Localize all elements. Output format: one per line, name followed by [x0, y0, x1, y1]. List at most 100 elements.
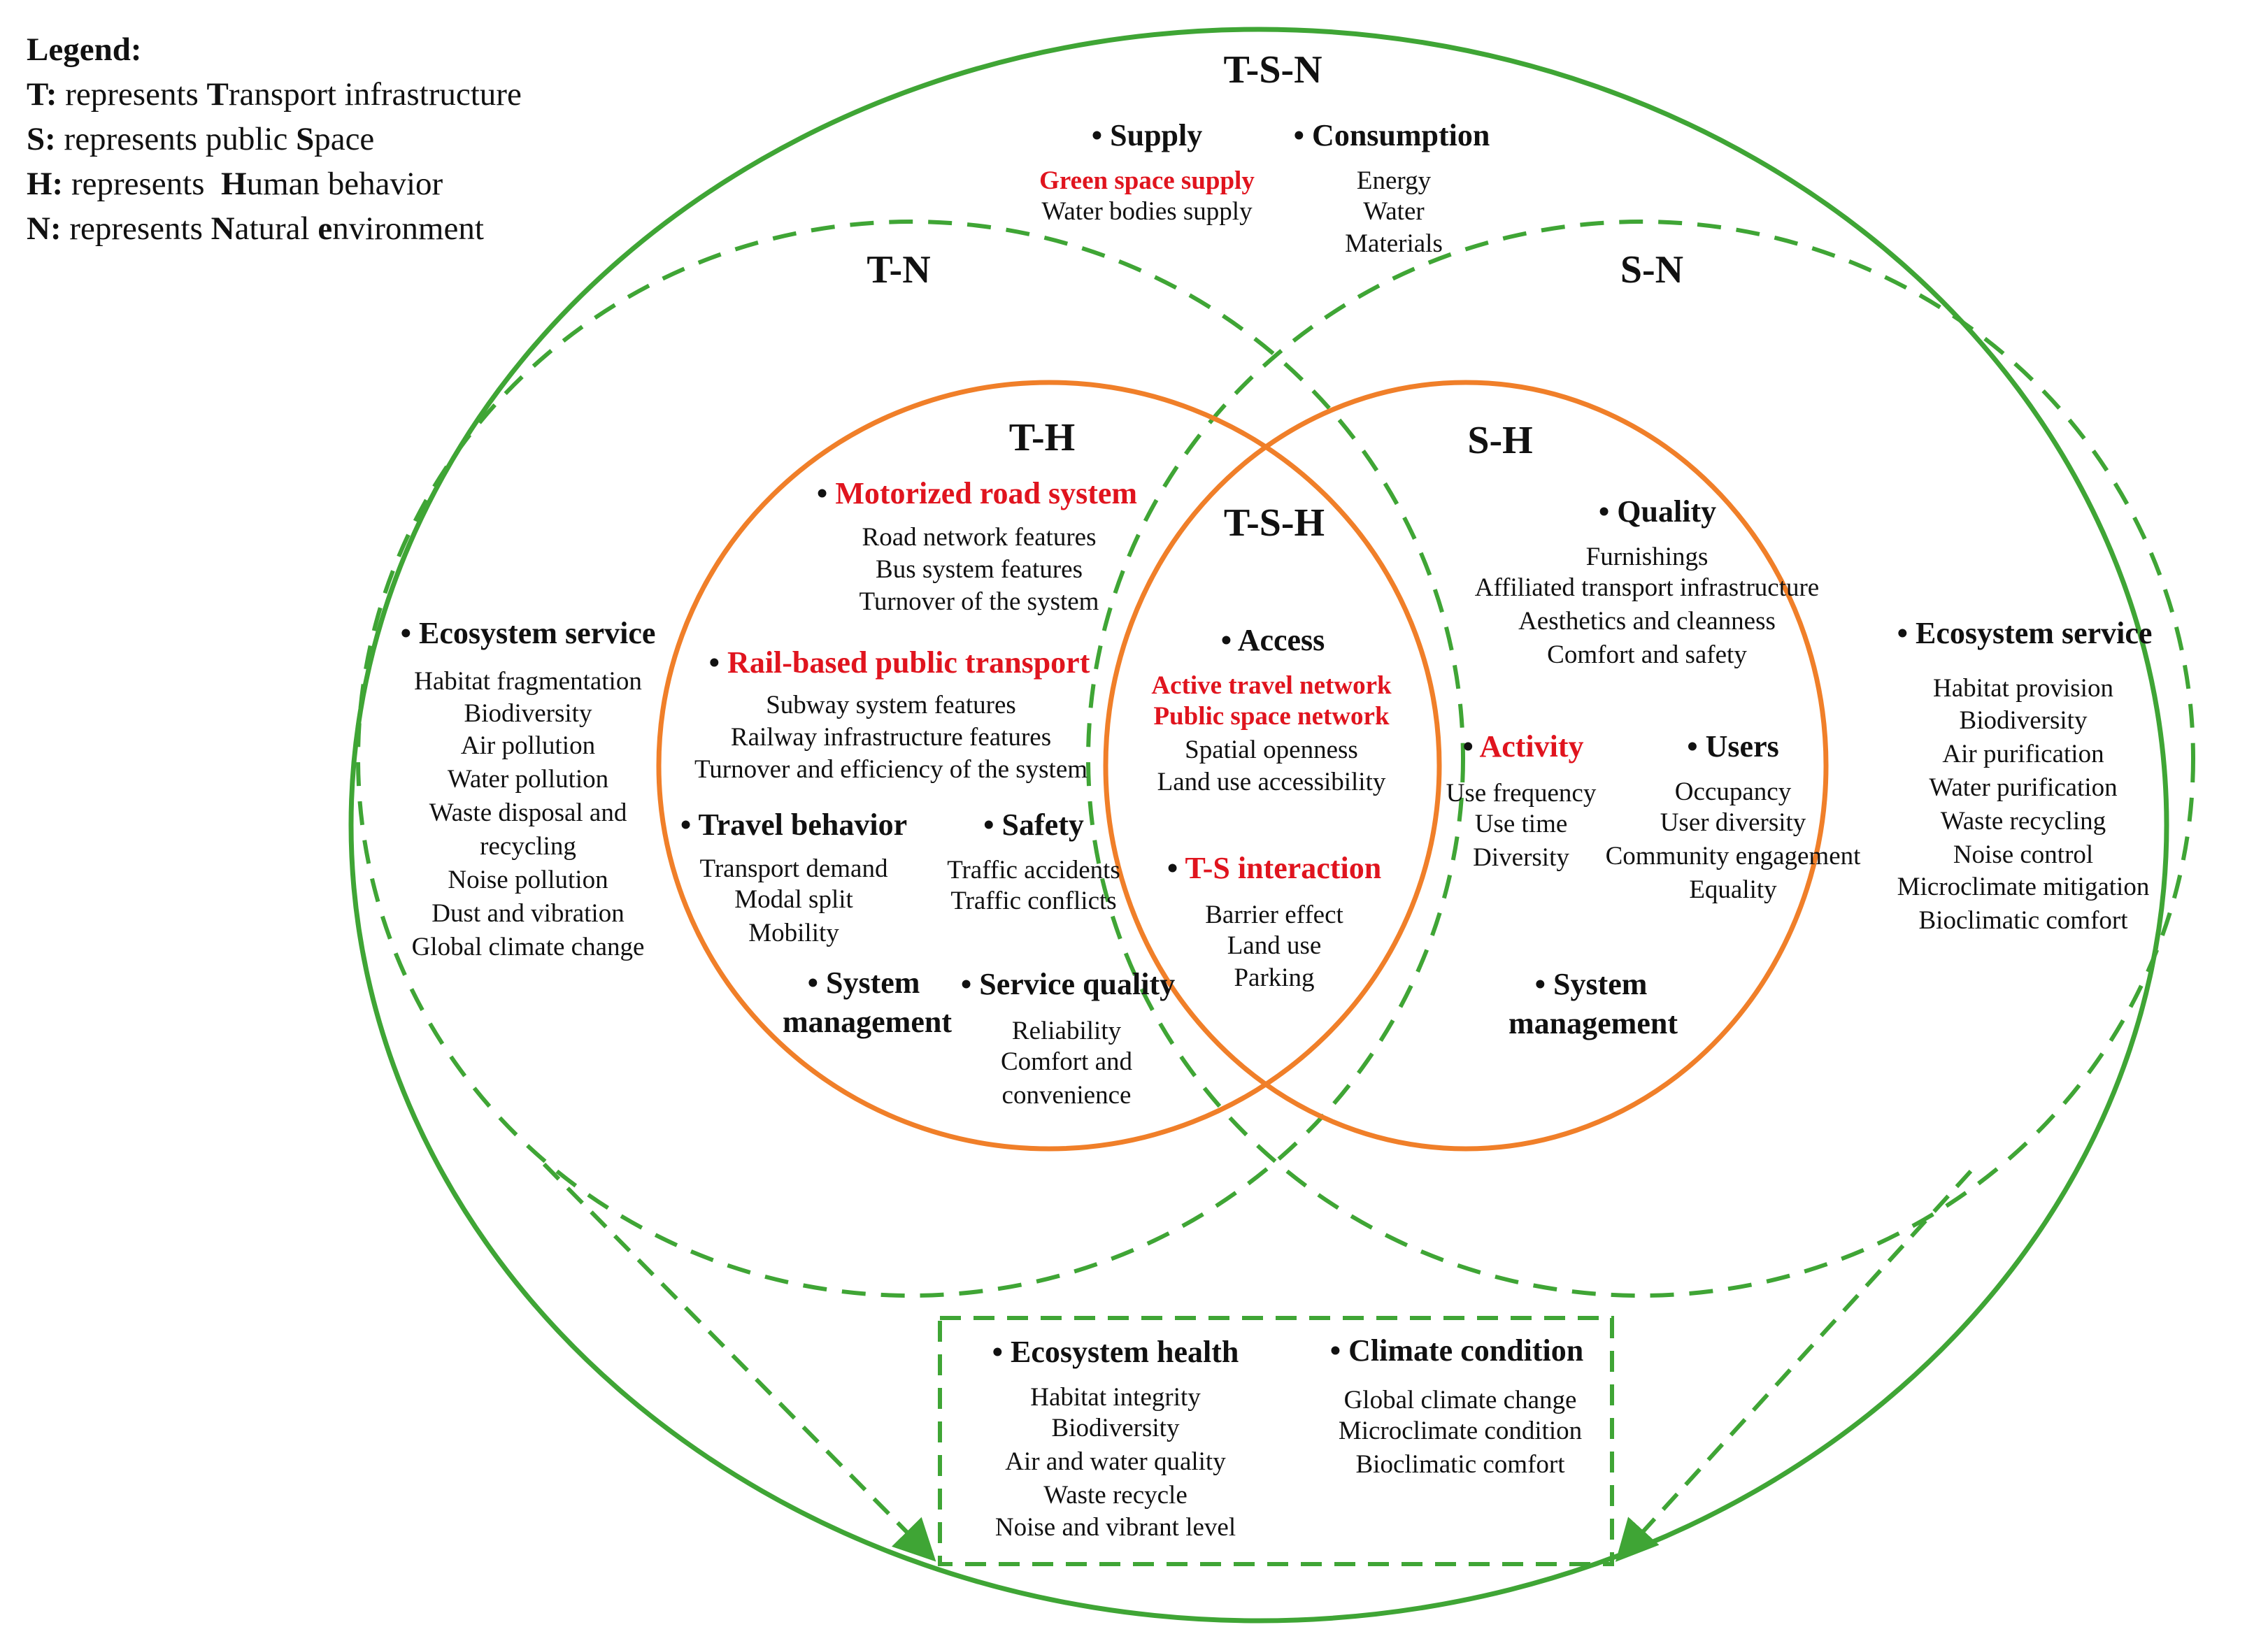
access-item: Spatial openness [1185, 736, 1358, 764]
users-item: Occupancy [1674, 778, 1792, 806]
category-supply: • Supply [1091, 118, 1203, 152]
legend-line-n: N: represents Natural environment [27, 213, 484, 245]
travel-item: Modal split [734, 885, 853, 914]
supply-item-green-space: Green space supply [1039, 166, 1255, 195]
orange-circle-sh [1103, 380, 1829, 1152]
quality-item: Aesthetics and cleanness [1518, 607, 1776, 636]
legend-text: represents [57, 76, 207, 113]
legend-line-t: T: represents Transport infrastructure [27, 78, 522, 111]
ecosystem-item: Noise control [1953, 840, 2094, 869]
category-quality: • Quality [1598, 494, 1717, 529]
category-system-management-sh-line2: management [1509, 1006, 1678, 1040]
travel-item: Transport demand [699, 854, 888, 883]
region-label-tn: T-N [866, 248, 931, 292]
category-system-management-th: • System [807, 966, 920, 1000]
activity-item: Use time [1474, 810, 1568, 838]
legend-initial: T [206, 76, 229, 113]
ecosystem-item: Bioclimatic comfort [1918, 906, 2128, 935]
rail-item: Turnover and efficiency of the system [694, 755, 1088, 784]
motorized-item: Bus system features [876, 555, 1083, 584]
category-rail-public-transport: • Rail-based public transport [708, 645, 1090, 680]
legend-initial: e [318, 210, 333, 247]
category-title: Consumption [1312, 118, 1490, 152]
category-system-management-th-line2: management [783, 1005, 952, 1039]
legend-initial: N [211, 210, 235, 247]
category-users: • Users [1687, 729, 1779, 764]
climate-item: Global climate change [1343, 1386, 1577, 1414]
interaction-item: Parking [1234, 963, 1315, 992]
legend-text: represents [63, 166, 221, 202]
legend-line-s: S: represents public Space [27, 123, 374, 156]
ecosystem-item: Habitat provision [1933, 674, 2113, 703]
legend-key: N: [27, 210, 62, 247]
ecosystem-item: Noise pollution [448, 866, 608, 894]
ecosystem-item: Biodiversity [464, 699, 592, 728]
supply-item-water-bodies: Water bodies supply [1041, 197, 1253, 226]
users-item: User diversity [1660, 808, 1806, 837]
category-title: T-S interaction [1185, 851, 1382, 885]
category-title: Activity [1479, 729, 1584, 764]
ecosystem-item: Water purification [1929, 773, 2118, 802]
category-title: Access [1237, 623, 1325, 657]
legend-text: uman behavior [246, 166, 443, 202]
climate-item: Bioclimatic comfort [1355, 1450, 1565, 1479]
category-service-quality: • Service quality [960, 967, 1176, 1001]
legend-text: atural [234, 210, 318, 247]
rail-item: Railway infrastructure features [730, 723, 1052, 752]
dashed-circle-tn [356, 220, 1465, 1298]
legend-initial: H [221, 166, 247, 202]
consumption-item: Water [1363, 197, 1425, 226]
category-system-management-sh: • System [1534, 967, 1648, 1001]
motorized-item: Turnover of the system [859, 587, 1099, 616]
category-title: System [1553, 967, 1648, 1001]
category-title: Safety [1001, 808, 1084, 842]
legend-key: T: [27, 76, 57, 113]
legend-key: S: [27, 121, 56, 157]
ecosystem-item: Waste recycling [1940, 807, 2106, 836]
motorized-item: Road network features [862, 523, 1097, 552]
legend-text: ransport infrastructure [228, 76, 522, 113]
travel-item: Mobility [748, 919, 839, 947]
category-title: Travel behavior [698, 808, 908, 842]
ecosystem-item: Waste disposal and [429, 798, 627, 827]
safety-item: Traffic accidents [947, 856, 1120, 884]
access-item-active-travel: Active travel network [1151, 671, 1392, 700]
ecosystem-item: recycling [480, 832, 576, 861]
ecosystem-item: Microclimate mitigation [1897, 873, 2150, 901]
users-item: Community engagement [1605, 842, 1861, 870]
category-ecosystem-service-tn: • Ecosystem service [400, 616, 656, 650]
region-label-tsn: T-S-N [1223, 48, 1322, 92]
ecosystem-item: Water pollution [447, 765, 609, 794]
safety-item: Traffic conflicts [950, 887, 1117, 915]
region-label-tsh: T-S-H [1223, 501, 1325, 545]
ecosystem-item: Global climate change [411, 933, 645, 961]
outer-ellipse-tsn [348, 27, 2169, 1624]
interaction-item: Barrier effect [1205, 901, 1343, 929]
category-title: Rail-based public transport [727, 645, 1090, 680]
users-item: Equality [1689, 875, 1777, 904]
service-item: Comfort and [1000, 1047, 1133, 1076]
category-ts-interaction: • T-S interaction [1167, 851, 1382, 885]
category-access: • Access [1220, 623, 1325, 657]
category-title: Ecosystem health [1011, 1335, 1239, 1369]
arrow-left [542, 1162, 936, 1562]
activity-item: Use frequency [1446, 779, 1597, 808]
category-title: Service quality [979, 967, 1176, 1001]
quality-item: Comfort and safety [1547, 640, 1747, 669]
region-label-sh: S-H [1467, 419, 1533, 462]
category-title: Supply [1110, 118, 1203, 152]
ecohealth-item: Biodiversity [1051, 1414, 1180, 1442]
category-safety: • Safety [983, 808, 1084, 842]
ecohealth-item: Noise and vibrant level [994, 1513, 1236, 1542]
consumption-item: Energy [1356, 166, 1432, 195]
category-title: Ecosystem service [418, 616, 656, 650]
legend-text: represents public [55, 121, 297, 157]
legend-initial: S [296, 121, 315, 157]
ecosystem-item: Biodiversity [1959, 706, 2088, 735]
ecohealth-item: Air and water quality [1005, 1447, 1226, 1476]
rail-item: Subway system features [766, 691, 1016, 719]
consumption-item: Materials [1345, 229, 1443, 258]
legend-line-h: H: represents Human behavior [27, 168, 443, 201]
category-ecosystem-health: • Ecosystem health [992, 1335, 1239, 1369]
